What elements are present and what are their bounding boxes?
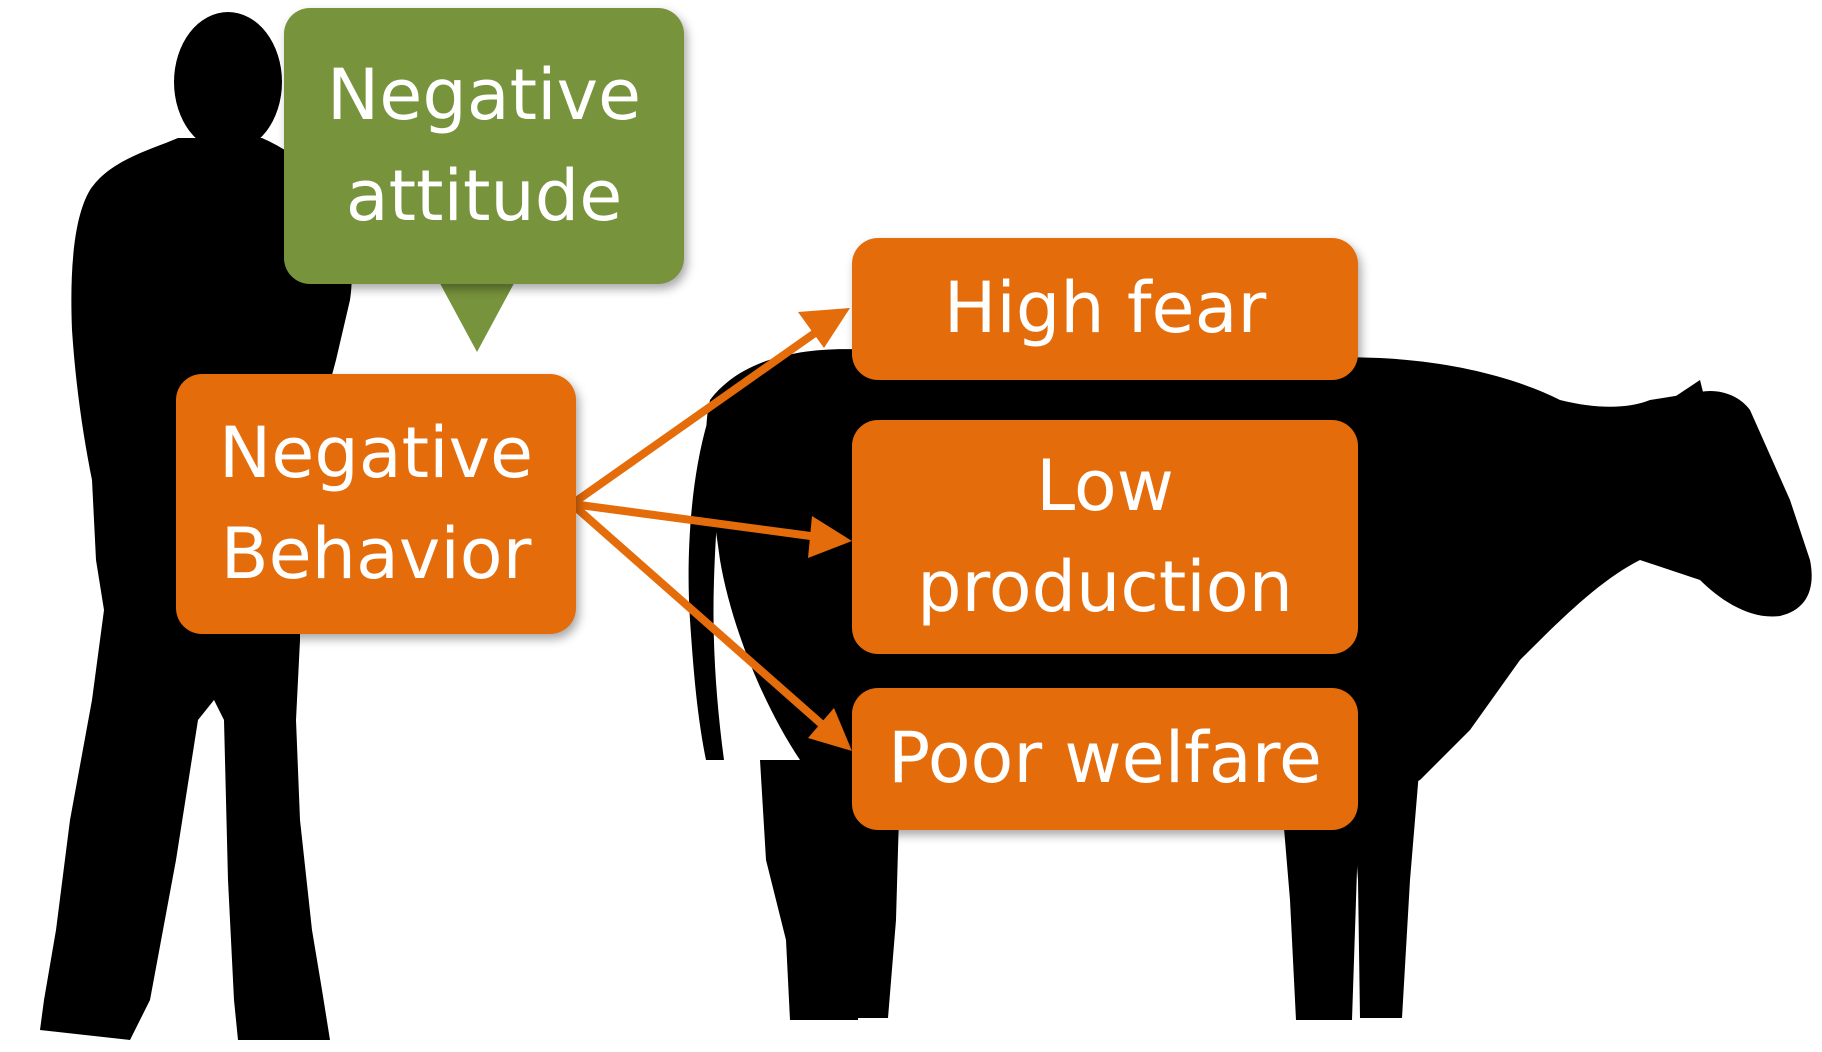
high-fear-label: High fear — [943, 267, 1267, 350]
behavior-line-1: Negative — [218, 411, 534, 494]
poor-welfare-box: Poor welfare — [852, 688, 1358, 830]
attitude-line-1: Negative — [326, 53, 642, 136]
behavior-line-2: Behavior — [220, 513, 532, 595]
low-production-line-2: production — [917, 546, 1293, 628]
arrow-head-poor-welfare — [808, 708, 852, 751]
arrows — [569, 308, 852, 751]
speech-pointer — [436, 276, 518, 352]
arrow-head-high-fear — [798, 308, 850, 348]
attitude-bubble: Negative attitude — [284, 8, 684, 284]
high-fear-box: High fear — [852, 238, 1358, 380]
attitude-line-2: attitude — [345, 155, 623, 237]
low-production-line-1: Low — [1036, 444, 1174, 527]
arrow-to-poor-welfare — [569, 500, 829, 732]
behavior-box: Negative Behavior — [176, 374, 576, 634]
poor-welfare-label: Poor welfare — [887, 717, 1322, 800]
arrow-to-low-production — [571, 500, 819, 541]
arrow-to-high-fear — [569, 324, 825, 508]
low-production-box: Low production — [852, 420, 1358, 654]
arrow-head-low-production — [808, 516, 852, 558]
